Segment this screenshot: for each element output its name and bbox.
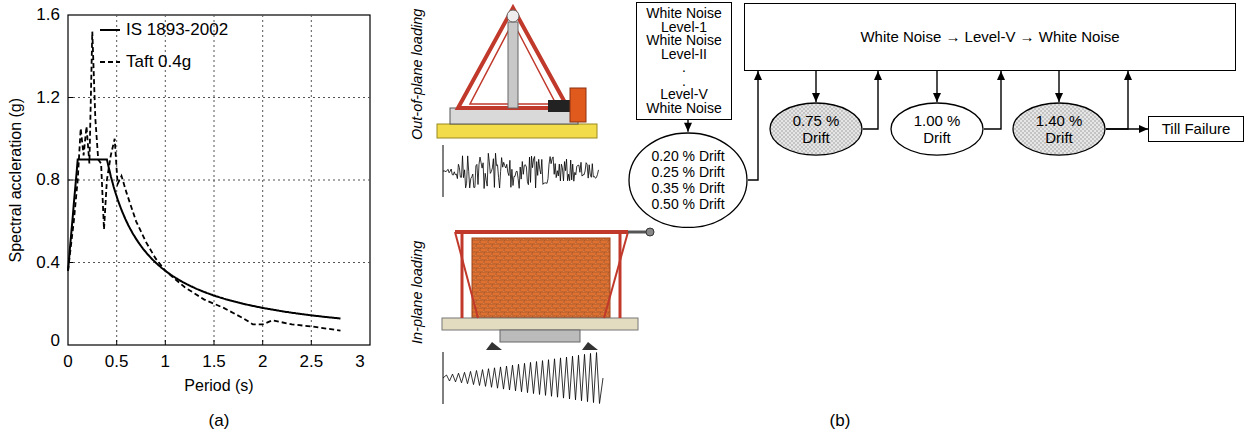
input-signals [443, 145, 603, 404]
legend-text: IS 1893-2002 [126, 20, 228, 40]
tick-marks [68, 98, 311, 346]
drift-ellipse: 1.40 % Drift [1012, 102, 1106, 156]
panel-caption: (b) [830, 411, 851, 431]
flow-arrow [1055, 71, 1063, 102]
tick-label: 1.5 [202, 352, 226, 372]
node-text: . [646, 75, 721, 89]
earthquake-trace [443, 153, 599, 188]
node-text: White Noise → Level-V → White Noise [860, 28, 1119, 46]
flow-arrow [812, 71, 820, 102]
flow-arrow [684, 120, 692, 132]
arrow-head [1055, 93, 1063, 102]
ellipse-shape [891, 103, 983, 155]
connector-line [748, 71, 758, 180]
process-box: Till Failure [1148, 116, 1244, 142]
arrow-head [754, 71, 762, 80]
setup-label: In-plane loading [410, 240, 427, 343]
ellipse-shape [770, 103, 862, 155]
tick-label: 0.5 [105, 352, 129, 372]
node-text: 0.50 % Drift [651, 196, 724, 212]
panel-caption: (a) [209, 411, 230, 431]
grid-lines [68, 15, 370, 345]
tick-label: 0.4 [36, 253, 60, 273]
node-text: 0.75 % Drift [787, 112, 845, 146]
node-text-stack: White NoiseLevel-1White NoiseLevel-II..L… [646, 7, 721, 115]
flow-arrow [863, 71, 882, 129]
arrow-head [933, 93, 941, 102]
process-box: White NoiseLevel-1White NoiseLevel-II..L… [636, 2, 732, 120]
node-text-stack: Till Failure [1162, 120, 1231, 138]
tick-label: 1.6 [36, 5, 60, 25]
arrow-head [1124, 71, 1132, 80]
flow-arrow [933, 71, 941, 102]
node-text: 1.00 % Drift [908, 112, 966, 146]
arrow-head [1139, 125, 1148, 133]
node-text: 0.25 % Drift [651, 164, 724, 180]
node-text: Level-V [646, 88, 721, 102]
axis-title: Spectral accleration (g) [7, 98, 25, 263]
legend-line-dashed [100, 61, 120, 63]
arrow-head [684, 123, 692, 132]
flow-arrow [748, 71, 762, 180]
tick-label: 2 [258, 352, 267, 372]
tick-label: 0 [63, 352, 72, 372]
node-text-stack: 1.00 % Drift [908, 112, 966, 146]
ellipse-shape [1013, 103, 1105, 155]
plot-frame [68, 15, 370, 345]
legend-text: Taft 0.4g [126, 52, 191, 72]
node-text: White Noise [646, 7, 721, 21]
drift-ellipse: 0.20 % Drift0.25 % Drift0.35 % Drift0.50… [628, 132, 748, 228]
axis-title: Period (s) [184, 377, 253, 395]
tick-label: 3 [355, 352, 364, 372]
arrow-head [874, 71, 882, 80]
out-of-plane-setup [437, 8, 597, 138]
legend-line-solid [100, 29, 120, 31]
node-text: . [646, 61, 721, 75]
arrow-head [997, 71, 1005, 80]
node-text-stack: 0.75 % Drift [787, 112, 845, 146]
node-text: White Noise [646, 102, 721, 116]
tick-label: 1 [161, 352, 170, 372]
setup-label: Out-of-plane loading [410, 8, 427, 139]
ellipse-shape [629, 133, 747, 227]
node-text: 0.20 % Drift [651, 148, 724, 164]
node-text: 0.35 % Drift [651, 180, 724, 196]
tick-label: 0 [51, 331, 60, 351]
code-spectrum-curve [68, 159, 341, 318]
node-text: Level-1 [646, 21, 721, 35]
node-text-stack: 0.20 % Drift0.25 % Drift0.35 % Drift0.50… [651, 148, 724, 212]
tick-label: 0.8 [36, 170, 60, 190]
flow-arrow [984, 71, 1005, 129]
node-text: Level-II [646, 48, 721, 62]
node-text: 1.40 % Drift [1030, 112, 1088, 146]
process-box: White Noise → Level-V → White Noise [744, 3, 1236, 71]
flow-arrow [1106, 125, 1148, 133]
node-text-stack: White Noise → Level-V → White Noise [860, 28, 1119, 46]
arrow-head [812, 93, 820, 102]
drift-ellipse: 1.00 % Drift [890, 102, 984, 156]
node-text-stack: 1.40 % Drift [1030, 112, 1088, 146]
flow-arrow [1106, 71, 1132, 129]
tick-label: 1.2 [36, 88, 60, 108]
taft-spectrum-curve [68, 32, 341, 331]
node-text: White Noise [646, 34, 721, 48]
node-text: Till Failure [1162, 120, 1231, 138]
tick-label: 2.5 [300, 352, 324, 372]
cyclic-trace [443, 353, 603, 404]
drift-ellipse: 0.75 % Drift [769, 102, 863, 156]
in-plane-setup [442, 228, 654, 350]
